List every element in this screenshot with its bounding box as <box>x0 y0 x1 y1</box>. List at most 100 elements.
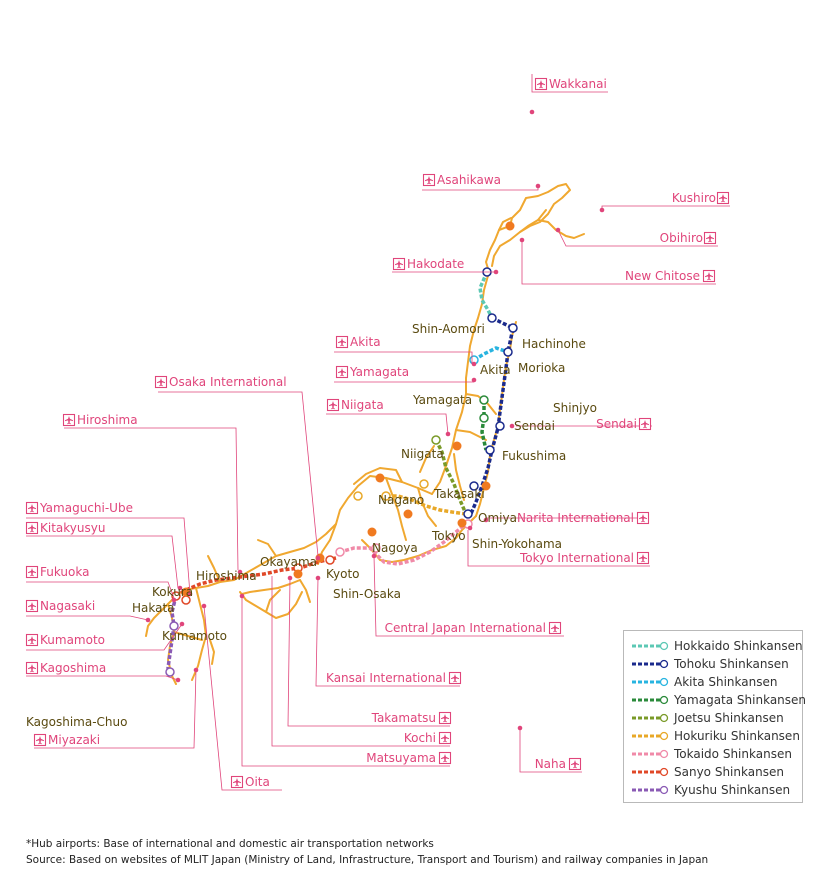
station-kokura: Kokura <box>152 585 193 599</box>
legend-label: Akita Shinkansen <box>674 675 778 689</box>
svg-text:Oita: Oita <box>245 775 270 789</box>
airport-yamagata: Yamagata <box>335 365 409 379</box>
hub-airport-note: *Hub airports: Base of international and… <box>26 838 434 850</box>
legend-label: Hokkaido Shinkansen <box>674 639 803 653</box>
svg-text:Yamaguchi-Ube: Yamaguchi-Ube <box>39 501 133 515</box>
station-yamagata: Yamagata <box>412 393 472 407</box>
footnotes: *Hub airports: Base of international and… <box>26 836 708 868</box>
airport-tokyo-international: Tokyo International <box>519 551 650 565</box>
legend-item-tokaido: Tokaido Shinkansen <box>632 745 802 763</box>
svg-text:Tokyo International: Tokyo International <box>519 551 634 565</box>
station-shin-yokohama: Shin-Yokohama <box>472 537 562 551</box>
station-akita: Akita <box>480 363 511 377</box>
line-swatch-icon <box>632 641 669 651</box>
airport-nagasaki: Nagasaki <box>25 599 95 613</box>
legend-item-kyushu: Kyushu Shinkansen <box>632 781 802 799</box>
legend-item-yamagata: Yamagata Shinkansen <box>632 691 806 709</box>
legend-label: Hokuriku Shinkansen <box>674 729 800 743</box>
airport-oita: Oita <box>230 775 270 789</box>
legend-item-hokkaido: Hokkaido Shinkansen <box>632 637 803 655</box>
airport-kitakyusyu: Kitakyusyu <box>25 521 105 535</box>
legend: Hokkaido Shinkansen Tohoku Shinkansen Ak… <box>623 630 806 803</box>
svg-text:Narita International: Narita International <box>517 511 634 525</box>
station-markers <box>165 267 518 677</box>
line-swatch-icon <box>632 695 669 705</box>
svg-text:Kagoshima: Kagoshima <box>40 661 106 675</box>
station-nagano: Nagano <box>378 493 424 507</box>
svg-text:Obihiro: Obihiro <box>660 231 703 245</box>
svg-text:Fukuoka: Fukuoka <box>40 565 89 579</box>
legend-item-tohoku: Tohoku Shinkansen <box>632 655 802 673</box>
line-swatch-icon <box>632 785 669 795</box>
airport-miyazaki: Miyazaki <box>33 733 100 747</box>
station-kyoto: Kyoto <box>326 567 360 581</box>
airport-kansai: Kansai International <box>326 671 462 685</box>
legend-label: Tokaido Shinkansen <box>674 747 792 761</box>
airport-yamaguchi-ube: Yamaguchi-Ube <box>25 501 133 515</box>
station-kumamoto: Kumamoto <box>162 629 227 643</box>
svg-text:Hiroshima: Hiroshima <box>77 413 138 427</box>
hub-airport-dots <box>181 221 515 597</box>
legend-item-joetsu: Joetsu Shinkansen <box>632 709 802 727</box>
airport-osaka-international: Osaka International <box>154 375 287 389</box>
svg-text:Akita: Akita <box>350 335 381 349</box>
svg-text:New Chitose: New Chitose <box>625 269 700 283</box>
line-swatch-icon <box>632 731 669 741</box>
airport-dots <box>145 109 605 731</box>
station-shinjyo: Shinjyo <box>553 401 597 415</box>
svg-text:Kushiro: Kushiro <box>672 191 716 205</box>
airport-fukuoka: Fukuoka <box>25 565 89 579</box>
legend-item-sanyo: Sanyo Shinkansen <box>632 763 802 781</box>
airport-kushiro: Kushiro <box>672 191 730 205</box>
svg-text:Hakodate: Hakodate <box>407 257 464 271</box>
station-hiroshima: Hiroshima <box>196 569 257 583</box>
station-nagoya: Nagoya <box>372 541 418 555</box>
svg-text:Matsuyama: Matsuyama <box>366 751 436 765</box>
airport-narita: Narita International <box>517 511 650 525</box>
station-shin-osaka: Shin-Osaka <box>333 587 401 601</box>
airport-kochi: Kochi <box>404 731 452 745</box>
legend-label: Yamagata Shinkansen <box>674 693 807 707</box>
line-swatch-icon <box>632 677 669 687</box>
line-swatch-icon <box>632 659 669 669</box>
svg-text:Kansai International: Kansai International <box>326 671 446 685</box>
airport-hakodate: Hakodate <box>392 257 464 271</box>
airport-new-chitose: New Chitose <box>625 269 716 283</box>
line-swatch-icon <box>632 749 669 759</box>
airport-hiroshima: Hiroshima <box>62 413 138 427</box>
svg-text:Naha: Naha <box>535 757 566 771</box>
svg-text:Wakkanai: Wakkanai <box>549 77 607 91</box>
airport-wakkanai: Wakkanai <box>534 77 607 91</box>
station-hakata: Hakata <box>132 601 175 615</box>
station-morioka: Morioka <box>518 361 565 375</box>
legend-label: Joetsu Shinkansen <box>674 711 784 725</box>
airport-asahikawa: Asahikawa <box>422 173 501 187</box>
legend-item-hokuriku: Hokuriku Shinkansen <box>632 727 802 745</box>
station-niigata: Niigata <box>401 447 444 461</box>
station-fukushima: Fukushima <box>502 449 566 463</box>
airport-kumamoto: Kumamoto <box>25 633 105 647</box>
airport-central-japan: Central Japan International <box>385 621 562 635</box>
svg-text:Takamatsu: Takamatsu <box>371 711 436 725</box>
line-swatch-icon <box>632 767 669 777</box>
legend-label: Kyushu Shinkansen <box>674 783 791 797</box>
svg-text:Yamagata: Yamagata <box>349 365 409 379</box>
source-note: Source: Based on websites of MLIT Japan … <box>26 854 709 866</box>
airport-kagoshima: Kagoshima <box>25 661 106 675</box>
airport-sendai: Sendai <box>596 417 652 431</box>
svg-text:Kochi: Kochi <box>404 731 436 745</box>
airport-takamatsu: Takamatsu <box>371 711 452 725</box>
airport-matsuyama: Matsuyama <box>366 751 452 765</box>
station-sendai: Sendai <box>514 419 555 433</box>
line-swatch-icon <box>632 713 669 723</box>
svg-text:Kitakyusyu: Kitakyusyu <box>40 521 105 535</box>
svg-text:Kumamoto: Kumamoto <box>40 633 105 647</box>
svg-text:Central Japan International: Central Japan International <box>385 621 546 635</box>
station-tokyo: Tokyo <box>431 529 466 543</box>
airport-naha: Naha <box>535 757 582 771</box>
station-takasaki: Takasaki <box>433 487 485 501</box>
station-shin-aomori: Shin-Aomori <box>412 322 485 336</box>
legend-label: Sanyo Shinkansen <box>674 765 784 779</box>
legend-item-akita: Akita Shinkansen <box>632 673 802 691</box>
